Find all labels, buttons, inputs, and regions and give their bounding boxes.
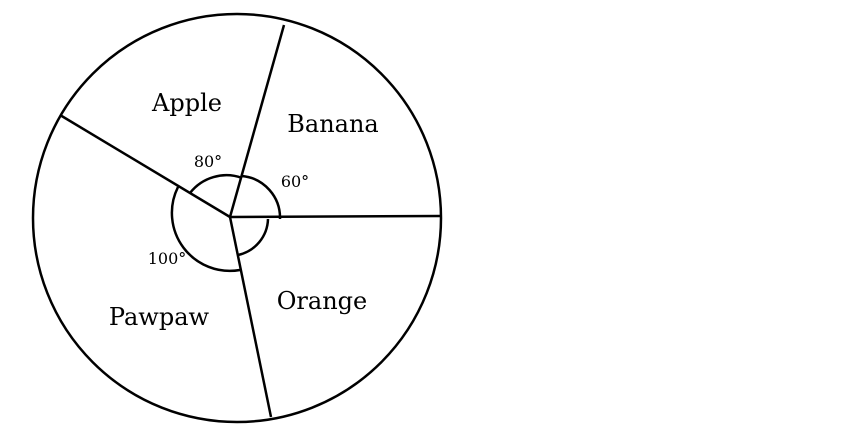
angle-arc-pawpaw	[170, 186, 241, 273]
slice-boundary-banana-orange	[229, 214, 442, 219]
slice-boundary-apple-banana	[228, 24, 286, 218]
angle-arc-banana	[241, 174, 282, 220]
angle-label-banana: 60°	[281, 172, 309, 191]
slice-label-orange: Orange	[277, 287, 367, 315]
angle-label-apple: 80°	[194, 152, 222, 171]
angle-label-pawpaw: 100°	[148, 249, 187, 268]
angle-arc-orange	[237, 218, 270, 257]
angle-arc-apple	[189, 173, 243, 194]
slice-boundary-orange-pawpaw	[228, 216, 273, 418]
slice-label-pawpaw: Pawpaw	[109, 303, 210, 331]
pie-outline	[31, 12, 443, 424]
slice-boundary-apple-pawpaw	[59, 113, 231, 219]
slice-label-apple: Apple	[151, 89, 222, 117]
slice-label-banana: Banana	[287, 110, 378, 138]
